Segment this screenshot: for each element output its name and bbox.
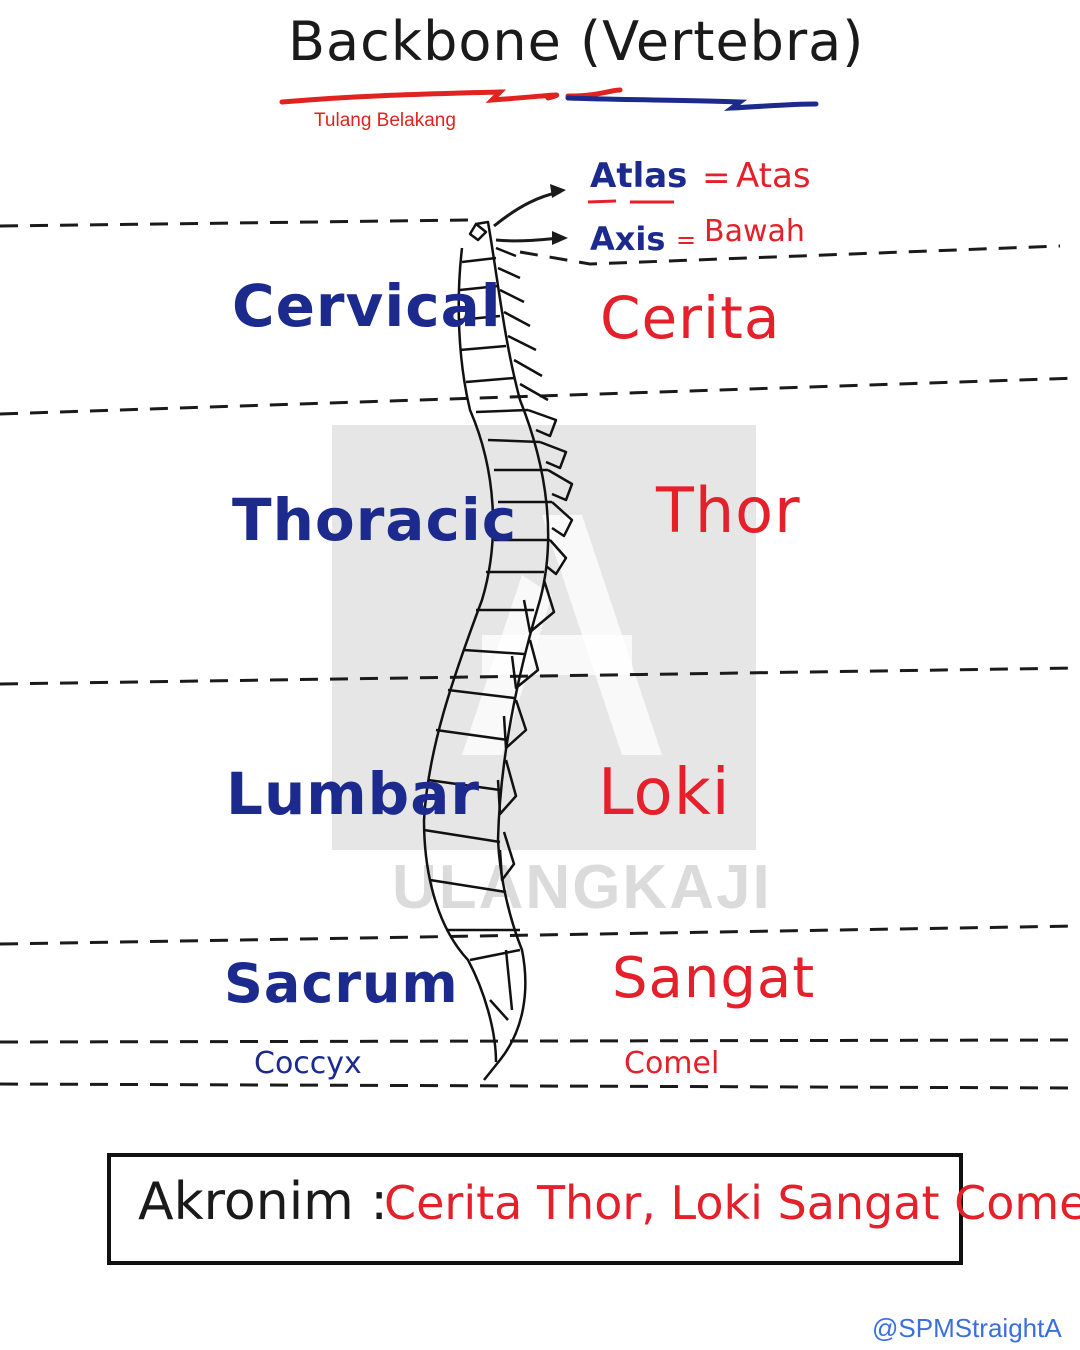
atlas-label: Atlas: [590, 156, 688, 196]
akronim-value: Cerita Thor, Loki Sangat Comel: [384, 1176, 1080, 1230]
region-mnemonic-cerita: Cerita: [600, 284, 781, 352]
axis-meaning: Bawah: [704, 214, 805, 249]
region-mnemonic-sangat: Sangat: [612, 946, 816, 1011]
axis-label: Axis: [590, 220, 666, 258]
region-name-thoracic: Thoracic: [232, 486, 518, 554]
diagram-subtitle: Tulang Belakang: [314, 110, 456, 131]
akronim-label: Akronim :: [138, 1172, 388, 1232]
region-name-sacrum: Sacrum: [224, 952, 459, 1015]
region-name-coccyx: Coccyx: [254, 1046, 362, 1081]
akronim-box: [107, 1153, 963, 1265]
region-mnemonic-comel: Comel: [624, 1046, 720, 1081]
region-name-lumbar: Lumbar: [226, 760, 480, 828]
region-mnemonic-loki: Loki: [598, 756, 731, 830]
region-name-cervical: Cervical: [232, 272, 502, 340]
diagram-title: Backbone (Vertebra): [288, 10, 865, 73]
atlas-underline: [587, 199, 674, 204]
region-mnemonic-thor: Thor: [656, 474, 801, 547]
watermark-text: ULANGKAJI: [392, 853, 772, 922]
atlas-equals: =: [702, 158, 731, 198]
axis-equals: =: [676, 226, 697, 254]
author-handle: @SPMStraightA: [872, 1313, 1062, 1343]
title-underline: [279, 87, 819, 111]
watermark-logo: [462, 515, 662, 755]
atlas-meaning: Atas: [736, 156, 811, 196]
